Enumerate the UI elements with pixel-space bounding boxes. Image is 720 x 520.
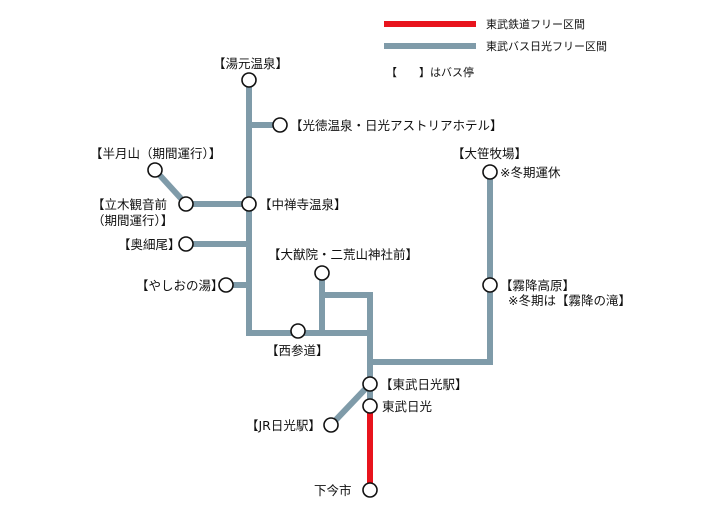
route-jr-branch [328, 381, 373, 428]
label-chuzenji: 【中禅寺温泉】 [259, 197, 347, 212]
label-tachiki-line1: 【立木観音前 [92, 197, 167, 212]
legend-bus-label: 東武バス日光フリー区間 [486, 39, 607, 53]
label-odasasa: 【大笹牧場】 [452, 146, 527, 161]
stop-shimoimaichi[interactable] [362, 482, 378, 498]
route-loop [322, 292, 373, 381]
legend-bus-stop-note: 【 】はバス停 [386, 65, 474, 79]
stop-kirifuri[interactable] [482, 277, 498, 293]
label-kirifuri-note: ※冬期は【霧降の滝】 [508, 293, 631, 308]
stop-tachiki[interactable] [178, 196, 194, 212]
stop-chuzenji[interactable] [241, 196, 257, 212]
stop-jr-nikko[interactable] [323, 417, 339, 433]
stop-okuhosoo[interactable] [178, 236, 194, 252]
stop-yumoto[interactable] [241, 72, 257, 88]
label-shimoimaichi: 下今市 [314, 483, 352, 498]
stop-nishisando[interactable] [290, 323, 306, 339]
label-tachiki-line2: （期間運行）】 [92, 213, 173, 228]
label-taiyuin: 【大猷院・二荒山神社前】 [268, 247, 418, 262]
stop-yashio[interactable] [218, 277, 234, 293]
label-tobu-nikko: 東武日光 [382, 399, 432, 414]
stop-kotoku[interactable] [272, 117, 288, 133]
label-hangetsu: 【半月山（期間運行）】 [90, 146, 221, 161]
label-odasasa-note: ※冬期運休 [500, 165, 561, 180]
route-kirifuri-line [370, 172, 493, 365]
stop-odasasa[interactable] [482, 164, 498, 180]
stop-taiyuin[interactable] [314, 265, 330, 281]
label-nishisando: 【西参道】 [266, 343, 329, 358]
label-kotoku: 【光徳温泉・日光アストリアホテル】 [290, 118, 503, 133]
label-yumoto: 【湯元温泉】 [213, 56, 288, 71]
label-kirifuri: 【霧降高原】 [500, 278, 575, 293]
stop-hangetsu[interactable] [147, 162, 163, 178]
label-tobu-nikko-station: 【東武日光駅】 [380, 377, 468, 392]
label-yashio: 【やしおの湯】 [136, 278, 224, 293]
legend: 東武鉄道フリー区間 東武バス日光フリー区間 【 】はバス停 [384, 17, 607, 79]
stops [147, 72, 498, 498]
stop-labels: 【湯元温泉】 【光徳温泉・日光アストリアホテル】 【半月山（期間運行）】 【立木… [90, 56, 631, 498]
label-okuhosoo: 【奥細尾】 [118, 237, 181, 252]
label-jr-nikko: 【JR日光駅】 [246, 418, 321, 433]
legend-rail-label: 東武鉄道フリー区間 [486, 17, 585, 31]
stop-tobu-nikko[interactable] [362, 398, 378, 414]
stop-tobu-nikko-station[interactable] [362, 376, 378, 392]
